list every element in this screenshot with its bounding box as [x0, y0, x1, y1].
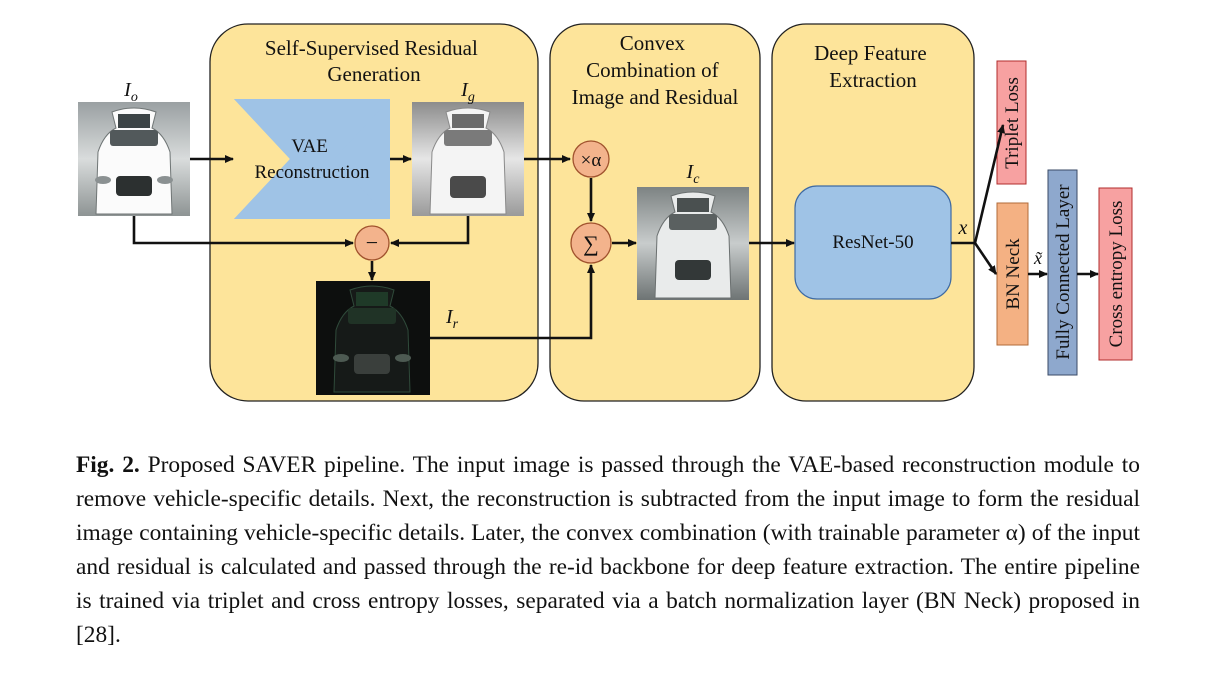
residual-label-sub: r: [453, 317, 459, 332]
minus-symbol: −: [366, 230, 378, 255]
connectors: [132, 124, 1099, 340]
sum-operator: [570, 222, 612, 264]
pipeline-diagram: Self-Supervised Residual Generation Conv…: [78, 23, 1133, 402]
triplet-loss-block: [996, 60, 1027, 185]
fc-layer-label: Fully Connected Layer: [1053, 184, 1074, 360]
cross-entropy-loss-label: Cross entropy Loss: [1106, 201, 1127, 348]
sum-symbol: ∑: [583, 231, 599, 256]
arrow-reconstruction-to-minus: [390, 216, 470, 247]
caption-label: Fig. 2.: [76, 452, 140, 478]
residual-car-image: [316, 281, 430, 395]
arrow-input-to-minus: [132, 216, 354, 247]
reconstruction-label-base: I: [460, 79, 469, 101]
reconstruction-label-sub: g: [468, 90, 475, 105]
deep-feature-title: Deep Feature Extraction: [814, 41, 932, 92]
input-image-label-base: I: [123, 79, 132, 101]
residual-generation-title-line1: Self-Supervised Residual: [265, 36, 478, 60]
triplet-loss-label: Triplet Loss: [1002, 77, 1023, 169]
residual-generation-title-line2: Generation: [327, 62, 421, 86]
convex-combination-title-line2: Combination of: [586, 58, 718, 82]
bn-neck-block: [996, 202, 1029, 346]
scale-operator: [572, 140, 610, 178]
residual-generation-title: Self-Supervised Residual Generation: [265, 36, 483, 86]
reconstruction-label: Ig: [460, 79, 475, 105]
vae-label-line1: VAE: [291, 136, 328, 157]
arrow-feature-to-triplet: [973, 124, 1006, 244]
vae-label-line2: Reconstruction: [254, 162, 370, 183]
convex-combination-title-line1: Convex: [620, 31, 686, 55]
input-image-label: Io: [123, 79, 138, 105]
combined-car-image: [637, 187, 749, 300]
resnet-label: ResNet-50: [832, 232, 913, 253]
input-image-label-sub: o: [131, 90, 138, 105]
convex-combination-title: Convex Combination of Image and Residual: [572, 31, 739, 109]
reconstructed-car-image: [412, 102, 524, 216]
input-car-image: [78, 102, 190, 216]
combined-label: Ic: [686, 161, 701, 187]
combined-label-sub: c: [693, 172, 700, 187]
figure-caption: Fig. 2. Proposed SAVER pipeline. The inp…: [76, 448, 1140, 652]
cross-entropy-loss-block: [1098, 187, 1133, 361]
combined-label-base: I: [686, 161, 695, 183]
fc-layer-block: [1047, 169, 1078, 376]
deep-feature-title-line1: Deep Feature: [814, 41, 927, 65]
deep-feature-title-line2: Extraction: [829, 68, 917, 92]
feature-label: x: [958, 217, 968, 239]
vae-label: VAE Reconstruction: [254, 136, 370, 183]
caption-text: Proposed SAVER pipeline. The input image…: [76, 452, 1140, 648]
arrow-residual-to-sum: [430, 264, 595, 340]
normalized-feature-label: x̃: [1033, 248, 1043, 268]
arrow-feature-to-bn: [973, 242, 998, 275]
minus-operator: [354, 225, 390, 261]
convex-combination-title-line3: Image and Residual: [572, 85, 739, 109]
bn-neck-label: BN Neck: [1003, 238, 1024, 310]
scale-symbol: ×α: [581, 150, 602, 171]
residual-label-base: I: [445, 306, 454, 328]
residual-label: Ir: [445, 306, 459, 332]
